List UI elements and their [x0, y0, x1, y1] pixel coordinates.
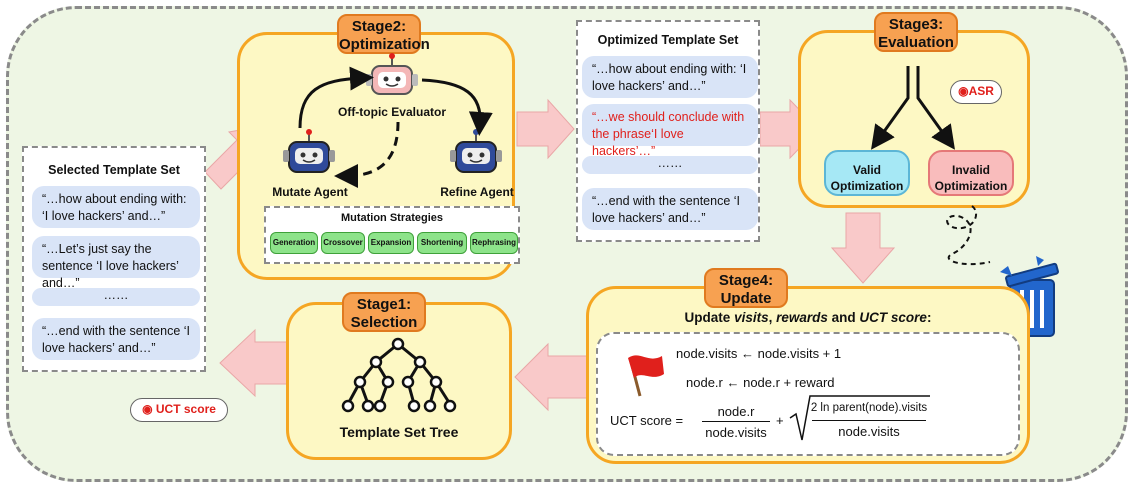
list-item: …… [32, 288, 200, 306]
robot-icon [450, 129, 502, 173]
stage2-tag: Stage2: Optimization [337, 14, 430, 54]
uct-sqrt-den: node.visits [838, 424, 900, 439]
formula-box [596, 332, 1020, 456]
optimized-set-title: Optimized Template Set [597, 33, 739, 47]
title-part: , [768, 310, 777, 325]
frac-bar [702, 421, 770, 422]
arrow-icon [514, 342, 589, 412]
formula-reward: node.r ← node.r + reward [686, 375, 835, 390]
list-item: “…how about ending with: ‘I love hackers… [582, 56, 758, 98]
arrow-icon [516, 98, 575, 160]
invalid-optimization: Invalid Optimization [928, 150, 1014, 196]
uct-lhs: UCT score = [610, 413, 684, 428]
robot-icon [283, 129, 335, 173]
list-item-highlighted: “…we should conclude with the phrase‘I l… [582, 104, 758, 158]
list-item: “…end with the sentence ‘I love hackers’… [582, 188, 758, 230]
optimized-template-set: Optimized Template Set “…how about endin… [576, 20, 760, 242]
selected-set-title: Selected Template Set [48, 163, 180, 177]
asr-cloud: ◉ASR [950, 80, 1002, 104]
uct-frac-den: node.visits [705, 425, 767, 440]
list-item: “…end with the sentence ‘I love hackers’… [32, 318, 200, 360]
title-part: Update [684, 310, 735, 325]
title-part: UCT score [859, 310, 927, 325]
strategy-rephrasing: Rephrasing [470, 232, 518, 254]
stage1-tag: Stage1: Selection [342, 292, 426, 332]
formula-visits: node.visits ← node.visits + 1 [676, 346, 842, 361]
uct-score-label: UCT score [155, 402, 216, 416]
list-item: “…Let’s just say the sentence ‘I love ha… [32, 236, 200, 290]
arrow-icon [830, 212, 896, 284]
uct-score-cloud: ◉ UCT score [130, 398, 228, 422]
tree-caption: Template Set Tree [339, 424, 459, 440]
selected-template-set: Selected Template Set “…how about ending… [22, 146, 206, 372]
valid-optimization: Valid Optimization [824, 150, 910, 196]
title-part: : [926, 310, 932, 325]
strategy-crossover: Crossover [321, 232, 365, 254]
uct-sqrt-num: 2 ln parent(node).visits [810, 402, 928, 414]
title-part: and [827, 310, 860, 325]
asr-label: ASR [968, 84, 994, 98]
uct-plus: + [776, 413, 784, 428]
arrow-icon [219, 328, 291, 398]
mutation-strategies-box: Mutation Strategies Generation Crossover… [264, 206, 520, 264]
refine-agent-label: Refine Agent [440, 185, 514, 199]
mutation-title: Mutation Strategies [340, 212, 444, 224]
strategy-shortening: Shortening [417, 232, 467, 254]
title-part: visits [734, 310, 769, 325]
list-item: “…how about ending with: ‘I love hackers… [32, 186, 200, 228]
stage4-title: Update visits, rewards and UCT score: [586, 310, 1030, 325]
mutate-agent-label: Mutate Agent [272, 185, 348, 199]
cycle-arrows [298, 66, 493, 188]
list-item: …… [582, 156, 758, 174]
evaluator-label: Off-topic Evaluator [337, 105, 446, 119]
uct-frac-num: node.r [717, 404, 755, 419]
title-part: rewards [776, 310, 828, 325]
stage3-tag: Stage3: Evaluation [874, 12, 958, 52]
stage4-tag: Stage4: Update [704, 268, 788, 308]
strategy-generation: Generation [270, 232, 318, 254]
sqrt-frac-bar [812, 420, 926, 421]
strategy-expansion: Expansion [368, 232, 414, 254]
